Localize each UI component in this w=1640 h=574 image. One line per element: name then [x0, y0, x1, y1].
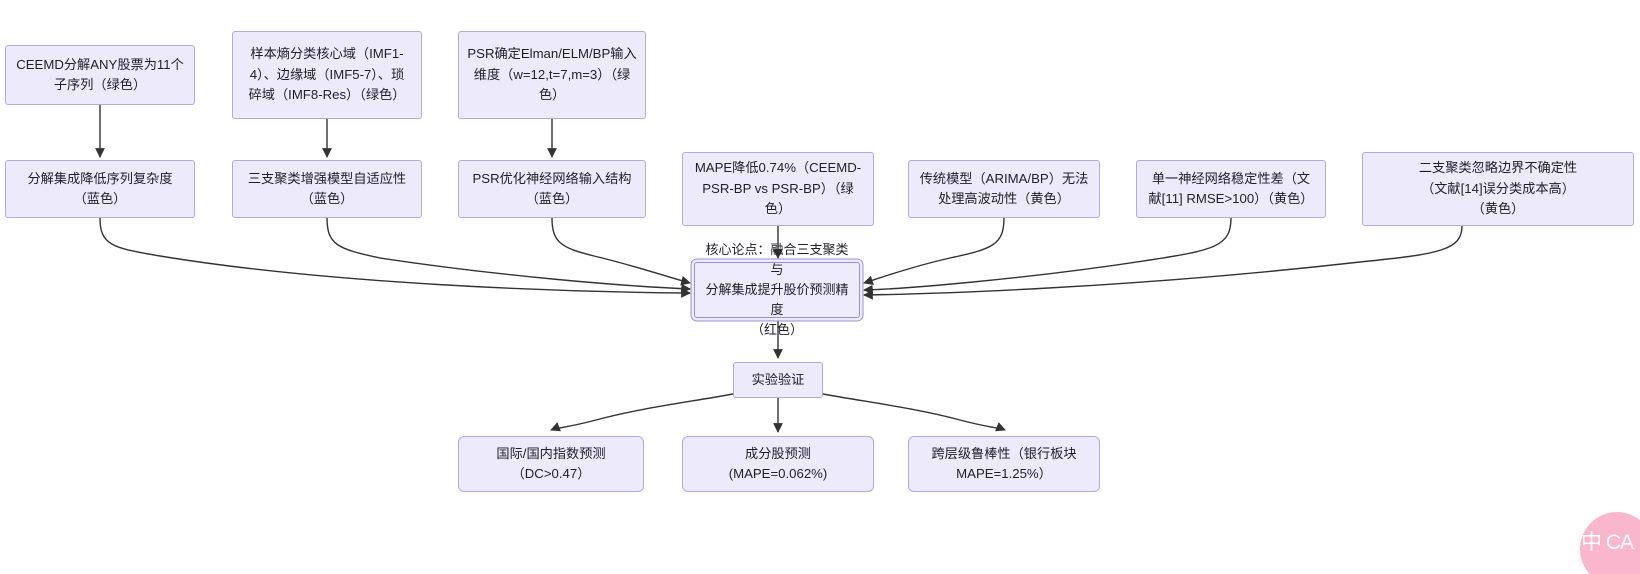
edge-arima-to-core: [863, 217, 1005, 286]
node-label: 三支聚类增强模型自适应性 （蓝色）: [247, 170, 407, 206]
node-experiment-validation[interactable]: 实验验证: [733, 362, 823, 398]
node-label: 传统模型（ARIMA/BP）无法 处理高波动性（黄色）: [919, 170, 1089, 206]
node-psr-input-dimension[interactable]: PSR确定Elman/ELM/BP输入 维度（w=12,t=7,m=3）（绿 色…: [458, 31, 646, 119]
node-cross-level-robustness[interactable]: 跨层级鲁棒性（银行板块 MAPE=1.25%）: [908, 436, 1100, 492]
node-traditional-models-limit[interactable]: 传统模型（ARIMA/BP）无法 处理高波动性（黄色）: [908, 160, 1100, 218]
node-label: 实验验证: [751, 371, 805, 387]
node-label: 国际/国内指数预测 （DC>0.47）: [496, 445, 606, 481]
node-label: 核心论点：融合三支聚类与 分解集成提升股价预测精度 （红色）: [705, 241, 849, 338]
node-label: 分解集成降低序列复杂度 （蓝色）: [27, 170, 173, 206]
edge-twoway-to-core: [863, 225, 1463, 300]
node-label: 跨层级鲁棒性（银行板块 MAPE=1.25%）: [931, 445, 1077, 481]
node-label: MAPE降低0.74%（CEEMD- PSR-BP vs PSR-BP）（绿 色…: [694, 160, 862, 217]
edge-singlenn-to-core: [863, 217, 1232, 295]
edge-experiment-to-index-pred: [550, 393, 734, 432]
node-psr-optimize-input-structure[interactable]: PSR优化神经网络输入结构 （蓝色）: [458, 160, 646, 218]
watermark-badge: 中 CA: [1580, 512, 1640, 574]
node-two-way-clustering-limit[interactable]: 二支聚类忽略边界不确定性 （文献[14]误分类成本高） （黄色）: [1362, 152, 1634, 226]
node-single-nn-instability[interactable]: 单一神经网络稳定性差（文 献[11] RMSE>100）（黄色）: [1136, 160, 1326, 218]
edge-experiment-to-robustness: [822, 393, 1006, 432]
edge-inputstruct-to-core: [551, 217, 691, 286]
node-sample-entropy-domains[interactable]: 样本熵分类核心域（IMF1- 4）、边缘域（IMF5-7）、琐 碎域（IMF8-…: [232, 31, 422, 119]
node-mape-reduction[interactable]: MAPE降低0.74%（CEEMD- PSR-BP vs PSR-BP）（绿 色…: [682, 152, 874, 226]
node-reduce-complexity[interactable]: 分解集成降低序列复杂度 （蓝色）: [5, 160, 195, 218]
node-index-prediction[interactable]: 国际/国内指数预测 （DC>0.47）: [458, 436, 644, 492]
edge-complexity-to-core: [99, 217, 691, 298]
node-label: 样本熵分类核心域（IMF1- 4）、边缘域（IMF5-7）、琐 碎域（IMF8-…: [248, 46, 406, 103]
node-three-way-clustering-adaptivity[interactable]: 三支聚类增强模型自适应性 （蓝色）: [232, 160, 422, 218]
node-core-claim[interactable]: 核心论点：融合三支聚类与 分解集成提升股价预测精度 （红色）: [694, 242, 860, 337]
node-constituent-stock-prediction[interactable]: 成分股预测 (MAPE=0.062%): [682, 436, 874, 492]
node-label: PSR确定Elman/ELM/BP输入 维度（w=12,t=7,m=3）（绿 色…: [467, 46, 637, 103]
node-label: CEEMD分解ANY股票为11个 子序列（绿色）: [16, 56, 184, 92]
node-ceemd-decompose[interactable]: CEEMD分解ANY股票为11个 子序列（绿色）: [5, 45, 195, 105]
watermark-label: 中 CA: [1580, 530, 1634, 554]
node-label: PSR优化神经网络输入结构 （蓝色）: [472, 170, 632, 206]
node-label: 成分股预测 (MAPE=0.062%): [728, 445, 828, 481]
node-label: 二支聚类忽略边界不确定性 （文献[14]误分类成本高） （黄色）: [1418, 160, 1578, 217]
edge-adaptive-to-core: [326, 217, 691, 294]
node-label: 单一神经网络稳定性差（文 献[11] RMSE>100）（黄色）: [1148, 170, 1314, 206]
